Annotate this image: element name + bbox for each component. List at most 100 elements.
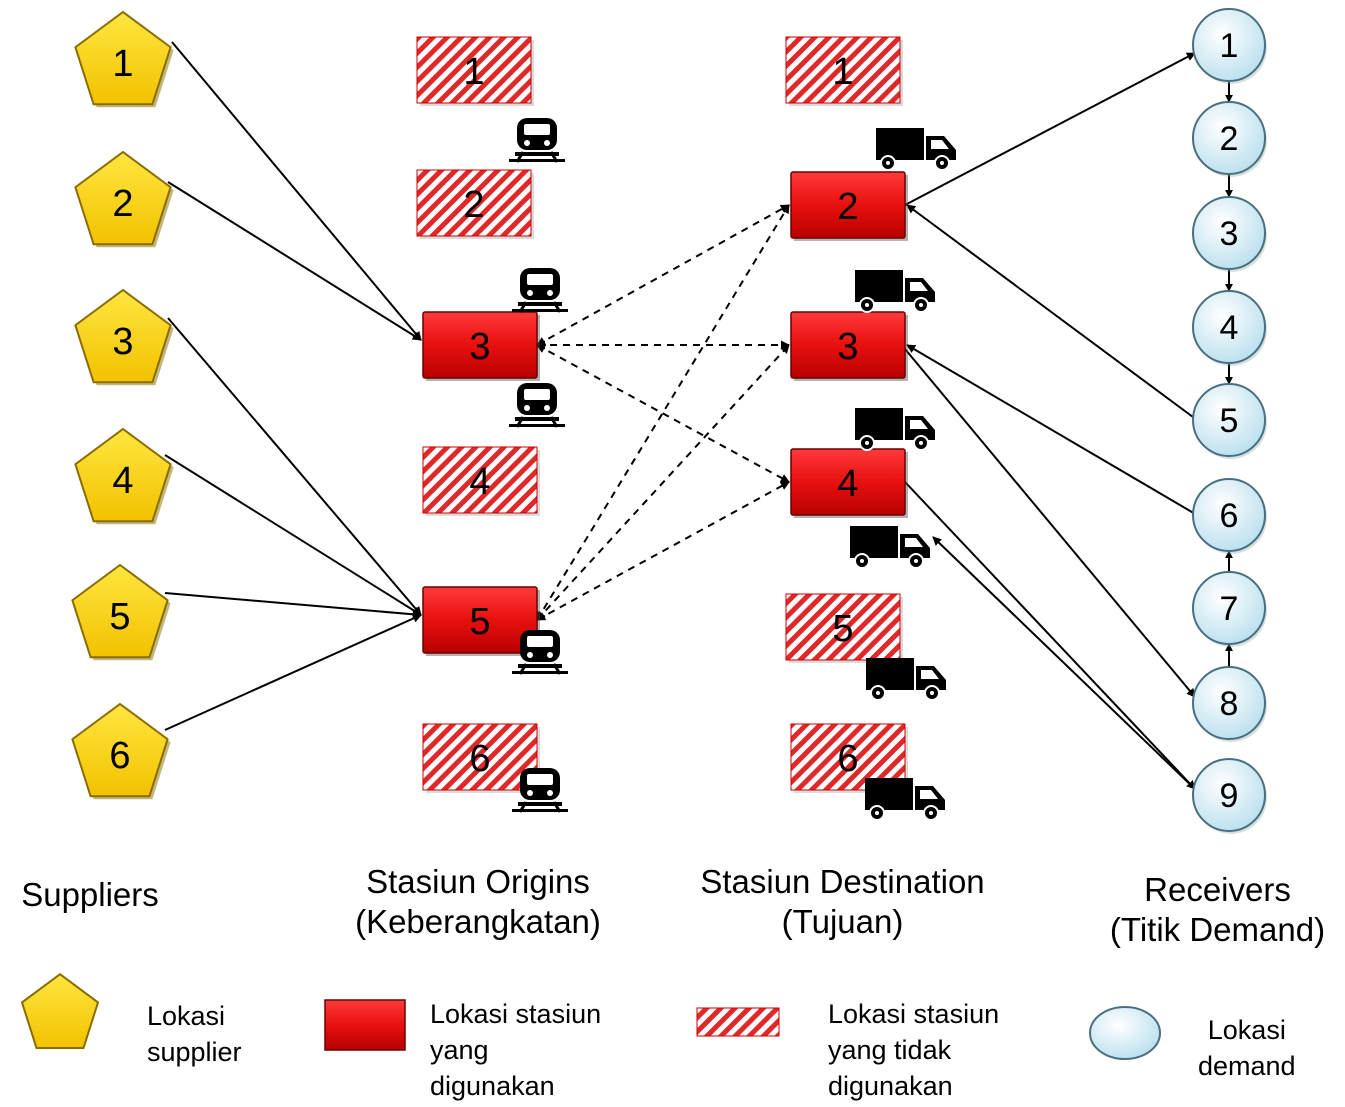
destination-station-2: 2 xyxy=(790,171,908,241)
origin-station-label: 5 xyxy=(469,601,490,643)
destination-station-label: 3 xyxy=(837,326,858,368)
edge-origin-5-to-destination-4 xyxy=(536,481,790,621)
legend-supplier-text: Lokasi supplier xyxy=(147,998,242,1070)
origin-station-3: 3 xyxy=(422,311,540,381)
truck-icon xyxy=(864,777,946,821)
legend-demand-line2: demand xyxy=(1198,1051,1296,1081)
supplier-node-1: 1 xyxy=(74,10,174,108)
legend-supplier-symbol xyxy=(20,972,100,1049)
legend-demand-symbol xyxy=(1089,1006,1161,1060)
origin-station-label: 3 xyxy=(469,326,490,368)
supplier-node-6: 6 xyxy=(71,702,171,800)
suppliers-caption: Suppliers xyxy=(10,875,170,915)
supplier-node-3: 3 xyxy=(74,288,174,386)
edge-destination-2-to-receiver-1 xyxy=(904,52,1196,206)
edge-destination-4-to-receiver-9 xyxy=(904,481,1196,790)
origin-station-label: 4 xyxy=(469,461,490,503)
supplier-label: 6 xyxy=(109,735,130,777)
origins-subtitle: (Keberangkatan) xyxy=(355,903,601,940)
destination-station-3: 3 xyxy=(790,311,908,381)
legend-supplier-line2: supplier xyxy=(147,1037,242,1067)
legend-station-unused-symbol xyxy=(696,1007,780,1037)
receiver-label: 3 xyxy=(1220,215,1239,253)
receiver-label: 4 xyxy=(1220,309,1239,347)
legend-station-used-line2: yang xyxy=(430,1035,489,1065)
edge-receiver-6-to-destination-3 xyxy=(906,344,1198,516)
destination-station-label: 6 xyxy=(837,738,858,780)
edge-supplier-1-to-origin-3 xyxy=(171,41,422,341)
receiver-node-4: 4 xyxy=(1192,290,1267,366)
train-icon xyxy=(507,116,567,164)
truck-icon xyxy=(865,657,947,701)
truck-icon xyxy=(854,269,936,313)
origins-caption: Stasiun Origins (Keberangkatan) xyxy=(328,862,628,942)
receiver-label: 5 xyxy=(1220,402,1239,440)
destination-station-label: 5 xyxy=(832,608,853,650)
receiver-node-6: 6 xyxy=(1192,478,1267,554)
receiver-label: 2 xyxy=(1220,120,1239,158)
edge-supplier-3-to-origin-5 xyxy=(167,317,422,616)
train-icon xyxy=(510,266,570,314)
legend-station-unused-text: Lokasi stasiun yang tidak digunakan xyxy=(828,996,999,1104)
destination-station-5: 5 xyxy=(785,593,903,663)
supplier-label: 1 xyxy=(112,43,133,85)
origins-title: Stasiun Origins xyxy=(366,863,590,900)
receiver-node-9: 9 xyxy=(1192,758,1267,834)
edges-layer xyxy=(164,41,1233,792)
receiver-label: 7 xyxy=(1220,590,1239,628)
edge-origin-5-to-destination-3 xyxy=(536,344,790,621)
legend-demand-line1: Lokasi xyxy=(1207,1015,1286,1045)
supplier-label: 2 xyxy=(112,183,133,225)
receiver-node-1: 1 xyxy=(1192,8,1267,84)
edge-origin-5-to-destination-2 xyxy=(536,204,790,621)
receiver-node-8: 8 xyxy=(1192,666,1267,742)
legend-station-used-text: Lokasi stasiun yang digunakan xyxy=(430,996,601,1104)
edge-origin-3-to-destination-2 xyxy=(536,204,790,346)
edge-origin-3-to-destination-4 xyxy=(536,344,790,483)
truck-icon xyxy=(854,407,936,451)
receiver-node-2: 2 xyxy=(1192,101,1267,177)
receivers-caption: Receivers (Titik Demand) xyxy=(1090,870,1345,950)
supplier-node-4: 4 xyxy=(74,427,174,525)
edge-destination-3-to-receiver-8 xyxy=(904,348,1196,698)
legend-demand-text: Lokasi demand xyxy=(1198,1012,1296,1084)
receiver-label: 6 xyxy=(1220,497,1239,535)
destinations-title: Stasiun Destination xyxy=(700,863,985,900)
destination-station-label: 1 xyxy=(832,51,853,93)
supplier-label: 4 xyxy=(112,460,133,502)
legend-station-unused-line1: Lokasi stasiun xyxy=(828,999,1000,1029)
origin-station-2: 2 xyxy=(416,169,534,239)
supplier-node-2: 2 xyxy=(74,150,174,248)
destinations-subtitle: (Tujuan) xyxy=(781,903,904,940)
edge-supplier-4-to-origin-5 xyxy=(164,454,422,616)
legend-symbols xyxy=(20,972,1161,1060)
receiver-node-7: 7 xyxy=(1192,571,1267,647)
legend-station-unused-line2: yang tidak xyxy=(828,1035,952,1065)
destination-station-1: 1 xyxy=(785,36,903,106)
origin-station-1: 1 xyxy=(416,36,534,106)
edge-supplier-5-to-origin-5 xyxy=(164,592,422,619)
train-icon xyxy=(507,381,567,429)
origin-station-label: 2 xyxy=(463,184,484,226)
destination-station-4: 4 xyxy=(790,448,908,518)
destination-station-label: 4 xyxy=(837,463,858,505)
legend-station-used-symbol xyxy=(324,999,406,1051)
suppliers-title: Suppliers xyxy=(21,876,159,913)
receiver-label: 8 xyxy=(1220,685,1239,723)
origin-station-label: 6 xyxy=(469,738,490,780)
edge-supplier-2-to-origin-3 xyxy=(167,181,422,341)
destinations-caption: Stasiun Destination (Tujuan) xyxy=(670,862,1015,942)
receiver-node-3: 3 xyxy=(1192,196,1267,272)
receiver-label: 1 xyxy=(1220,27,1239,65)
destination-station-label: 2 xyxy=(837,186,858,228)
edge-receiver-5-to-destination-2 xyxy=(906,204,1198,421)
receiver-node-5: 5 xyxy=(1192,383,1267,459)
edge-supplier-6-to-origin-5 xyxy=(164,614,422,731)
edge-receiver-9-to-destination-4 xyxy=(932,536,1198,792)
supplier-node-5: 5 xyxy=(71,563,171,661)
legend-station-unused-line3: digunakan xyxy=(828,1071,953,1101)
truck-icon xyxy=(875,127,957,171)
supplier-label: 3 xyxy=(112,321,133,363)
receivers-subtitle: (Titik Demand) xyxy=(1109,911,1326,948)
